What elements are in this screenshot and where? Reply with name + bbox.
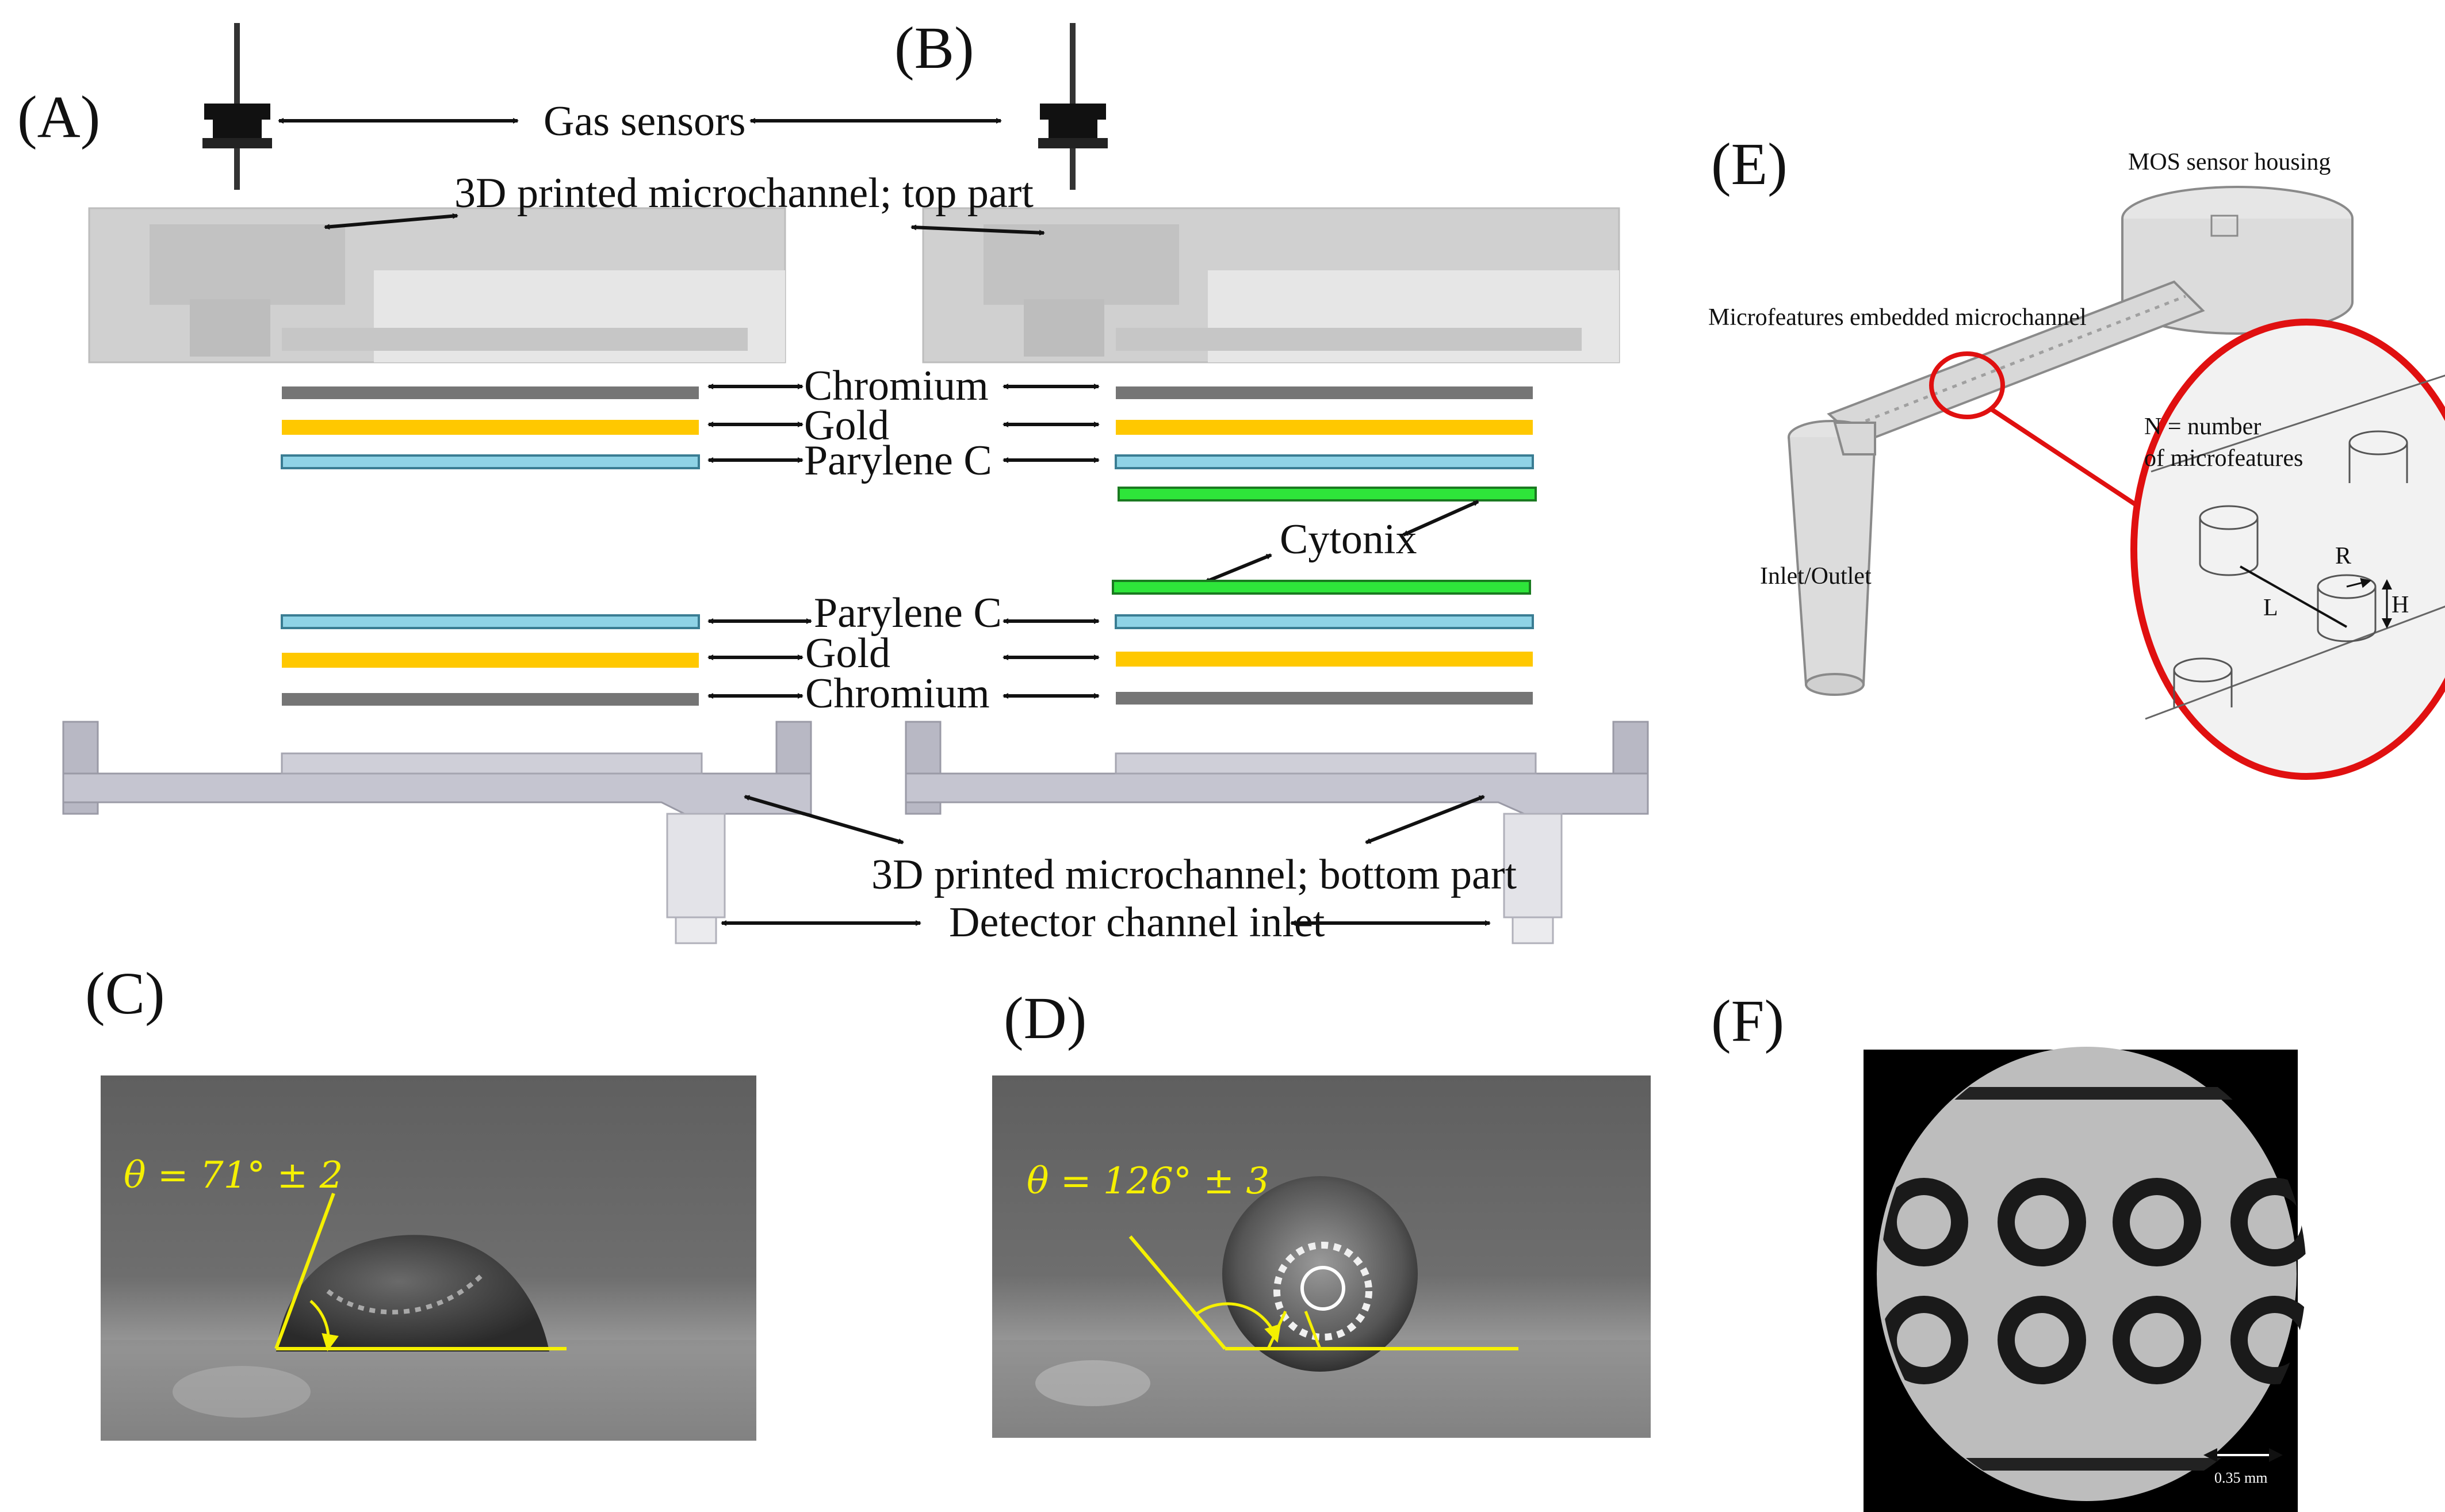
- parylene-bottom-label: Parylene C: [814, 590, 1002, 637]
- angle-label-d: θ = 126° ± 3: [1027, 1160, 1269, 1203]
- panel-label-d: (D): [1004, 985, 1086, 1051]
- panel-label-e: (E): [1711, 131, 1788, 197]
- top-part-left: [88, 207, 786, 363]
- bottom-part-label: 3D printed microchannel; bottom part: [871, 851, 1517, 898]
- panel-label-c: (C): [85, 960, 165, 1027]
- cytonix-layer-bottom: [1112, 580, 1531, 595]
- arrow-cytonix-top: [1402, 500, 1479, 537]
- tangent-d: [1128, 1235, 1227, 1350]
- angle-arc-c: [309, 1300, 339, 1352]
- n-label-2: of microfeatures: [2144, 445, 2303, 472]
- panel-f-micrograph: (F) 0.35 mm: [1711, 988, 2306, 1512]
- chromium-bottom-label: Chromium: [805, 670, 990, 717]
- l-label: L: [2263, 595, 2278, 621]
- arrow-cytonix-bottom: [1204, 553, 1272, 584]
- gold-layer-bottom-left: [282, 653, 699, 668]
- micrograph-field: [1877, 1047, 2297, 1501]
- gold-layer-top-right: [1116, 420, 1533, 435]
- arrow-bottom-left: [744, 795, 904, 844]
- gas-sensor-right: [1038, 23, 1108, 190]
- chromium-layer-bottom-left: [282, 693, 699, 706]
- parylene-layer-top-right: [1115, 454, 1534, 469]
- chromium-layer-top-left: [282, 386, 699, 399]
- tangent-c: [274, 1192, 335, 1350]
- arrow-top-right: [910, 224, 1045, 236]
- parylene-layer-top-left: [281, 454, 700, 469]
- angle-arc-d: [1195, 1302, 1281, 1343]
- panel-label-b: (B): [894, 15, 974, 81]
- n-label-1: N = number: [2144, 414, 2261, 440]
- bottom-part-right: [905, 721, 1649, 944]
- mos-housing-label: MOS sensor housing: [2128, 149, 2331, 175]
- cytonix-layer-top: [1118, 487, 1537, 502]
- top-part-label: 3D printed microchannel; top part: [454, 170, 1034, 217]
- chromium-top-label: Chromium: [804, 362, 989, 409]
- inlet-outlet-label: Inlet/Outlet: [1760, 563, 1872, 590]
- r-label: R: [2335, 543, 2351, 569]
- chromium-layer-top-right: [1116, 386, 1533, 399]
- detector-inlet-label: Detector channel inlet: [949, 899, 1325, 946]
- gas-sensors-label: Gas sensors: [544, 98, 745, 145]
- scale-bar-label: 0.35 mm: [2214, 1469, 2267, 1486]
- droplet-d: [1222, 1176, 1418, 1372]
- microfeature-rings: [1881, 1178, 2306, 1384]
- callout-circle: [1929, 351, 2005, 419]
- gold-top-label: Gold: [804, 402, 889, 449]
- arrow-top-left: [324, 213, 458, 230]
- h-label: H: [2392, 592, 2409, 618]
- inlet-tube: [1788, 437, 1876, 686]
- zoom-ellipse: [2130, 319, 2445, 780]
- gold-layer-top-left: [282, 420, 699, 435]
- parylene-layer-bottom-left: [281, 614, 700, 629]
- angle-label-c: θ = 71° ± 2: [124, 1154, 343, 1197]
- arrow-bottom-right: [1365, 795, 1485, 844]
- parylene-layer-bottom-right: [1115, 614, 1534, 629]
- gold-bottom-label: Gold: [805, 630, 890, 677]
- chromium-layer-bottom-right: [1116, 692, 1533, 705]
- microfeatures-label: Microfeatures embedded microchannel: [1708, 304, 2087, 331]
- top-part-right: [922, 207, 1620, 363]
- gas-sensor-left: [202, 23, 272, 190]
- panel-d-contact-angle: (D) θ = 126° ± 3: [992, 985, 1651, 1438]
- panel-label-a: (A): [17, 84, 100, 150]
- droplet-c: [276, 1235, 549, 1352]
- gold-layer-bottom-right: [1116, 652, 1533, 667]
- panel-c-contact-angle: (C) θ = 71° ± 2: [85, 960, 756, 1441]
- panel-label-f: (F): [1711, 988, 1784, 1054]
- cytonix-label: Cytonix: [1280, 516, 1417, 563]
- panel-ab-diagram: (A) (B) Gas sensors: [17, 15, 1649, 946]
- parylene-top-label: Parylene C: [804, 437, 992, 484]
- panel-e-schematic: (E) MOS sensor housing Microfeatures emb…: [1708, 131, 2445, 780]
- bottom-part-left: [62, 721, 812, 944]
